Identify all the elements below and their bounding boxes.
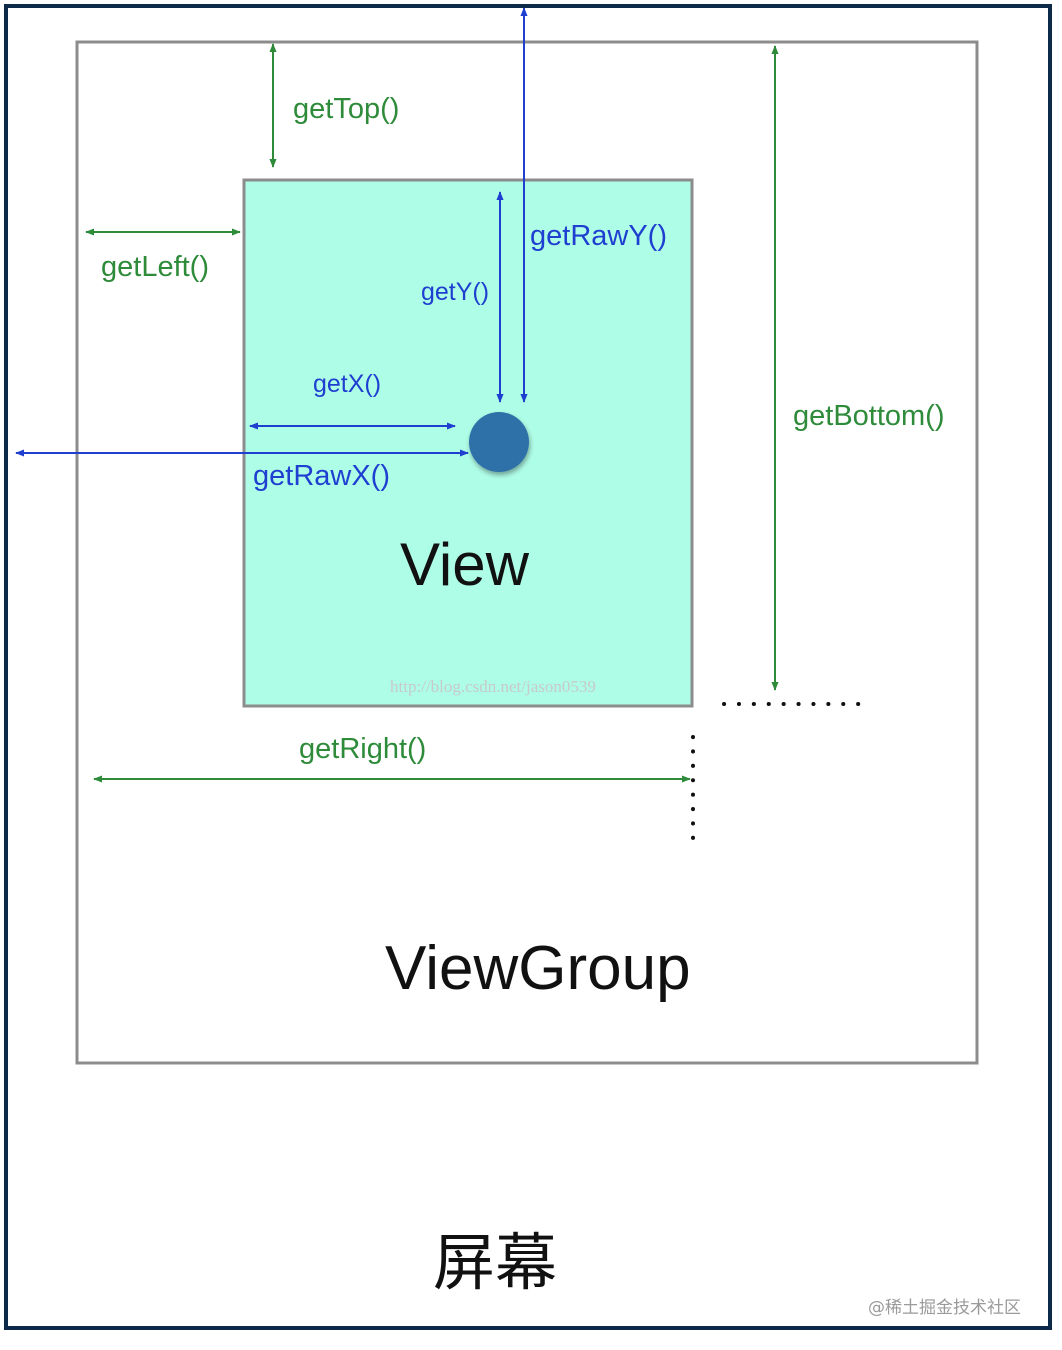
get-right-label: getRight() xyxy=(299,733,426,765)
get-y-label: getY() xyxy=(421,278,489,306)
get-top-label: getTop() xyxy=(293,93,399,125)
footer-watermark: @稀土掘金技术社区 xyxy=(868,1298,1021,1318)
get-raw-x-label: getRawX() xyxy=(253,460,390,492)
get-left-label: getLeft() xyxy=(101,251,209,283)
view-title: View xyxy=(400,531,530,598)
get-bottom-label: getBottom() xyxy=(793,400,945,432)
get-x-label: getX() xyxy=(313,370,381,398)
view-box xyxy=(242,178,694,708)
touch-point xyxy=(469,412,529,472)
get-raw-y-label: getRawY() xyxy=(530,220,667,252)
screen-title: 屏幕 xyxy=(433,1229,557,1298)
viewgroup-title: ViewGroup xyxy=(385,934,691,1003)
view-watermark: http://blog.csdn.net/jason0539 xyxy=(390,677,596,696)
